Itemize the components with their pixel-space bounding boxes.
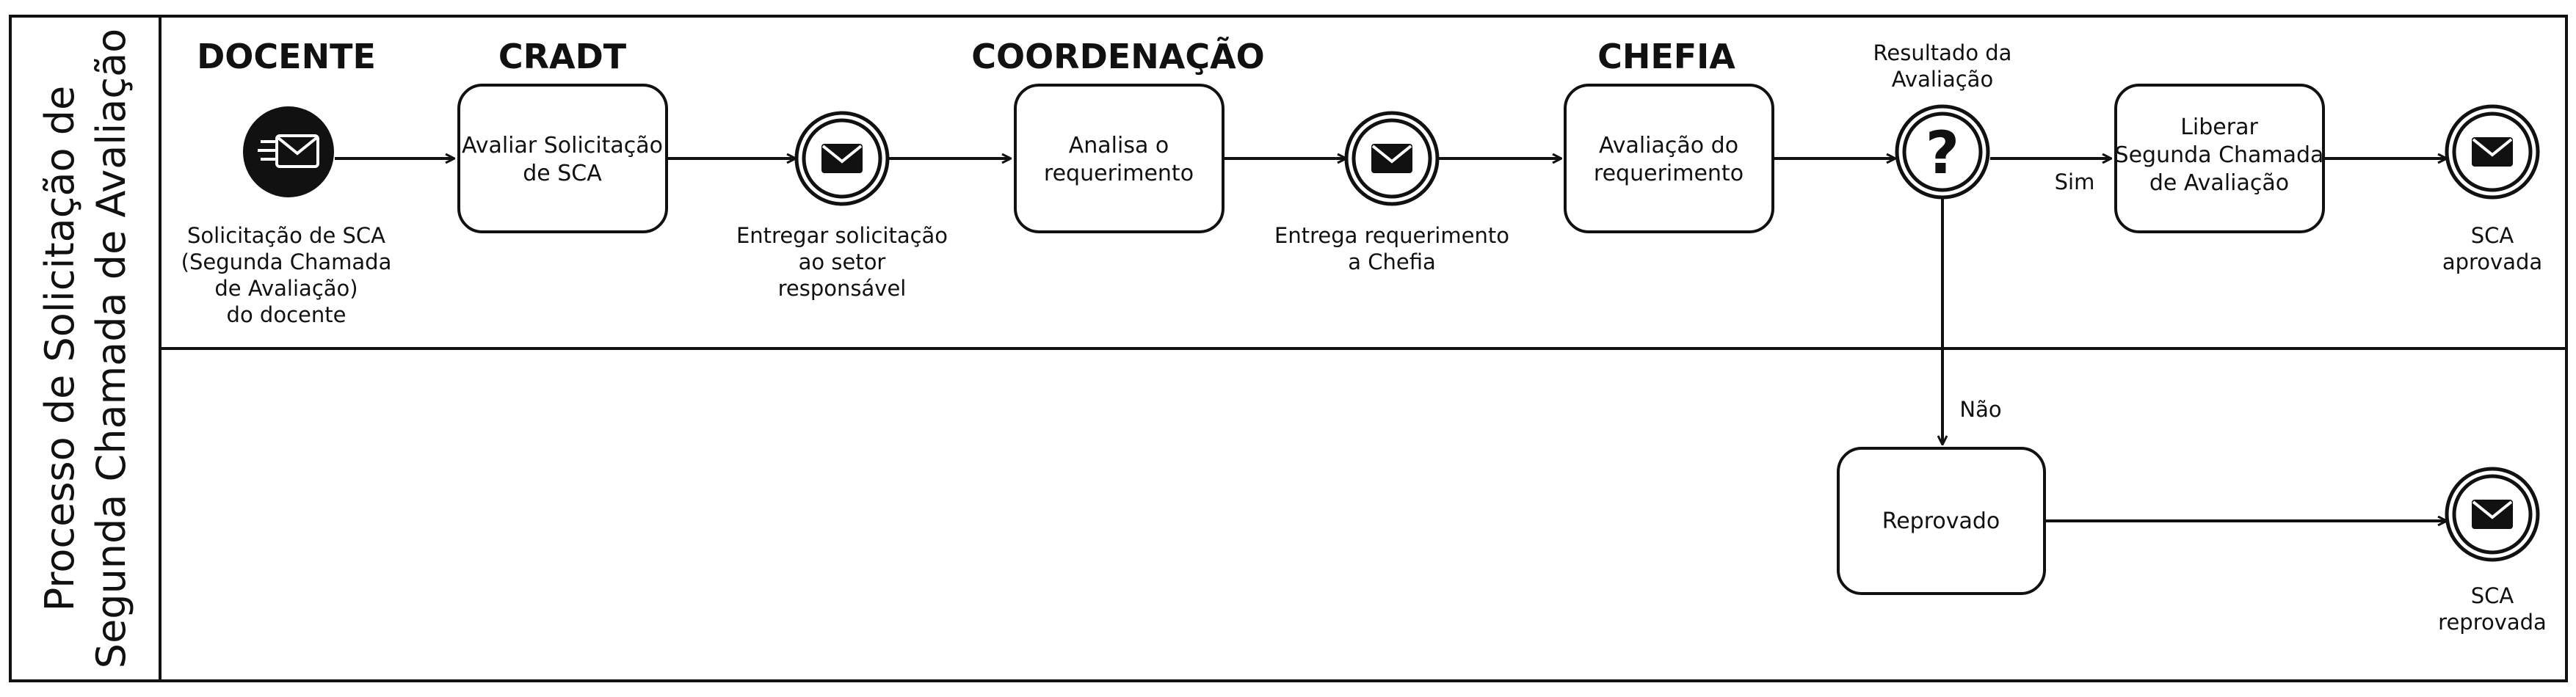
event-entregar-label-1: Entregar solicitação [736, 223, 948, 248]
event-entregar [794, 111, 890, 206]
header-coordenacao: COORDENAÇÃO [971, 36, 1265, 76]
task-liberar-label-2: Segunda Chamada [2115, 142, 2324, 168]
header-chefia: CHEFIA [1597, 37, 1735, 76]
end-event-reprovada [2445, 467, 2540, 562]
task-analisa[interactable] [1014, 84, 1224, 233]
task-avaliacao-label-1: Avaliação do [1599, 133, 1738, 158]
event-entregar-label-2: ao setor [799, 249, 886, 274]
task-avaliar-label-1: Avaliar Solicitação [462, 133, 663, 158]
header-cradt: CRADT [498, 37, 627, 76]
event-entrega-chefia-label-2: a Chefia [1348, 249, 1436, 274]
event-entrega-chefia [1344, 111, 1440, 206]
task-analisa-label-2: requerimento [1044, 161, 1194, 186]
start-event-label-1: Solicitação de SCA [187, 223, 385, 248]
event-entregar-label-3: responsável [778, 276, 907, 301]
gateway-decision [1895, 104, 1990, 200]
start-event-label-2: (Segunda Chamada [181, 249, 392, 274]
gateway-yes-label: Sim [2055, 169, 2095, 194]
task-liberar-label-3: de Avaliação [2149, 170, 2289, 196]
task-analisa-label-1: Analisa o [1069, 133, 1169, 158]
gateway-label-2: Avaliação [1892, 67, 1993, 92]
end-event-reprovada-label-2: reprovada [2438, 610, 2547, 635]
event-entrega-chefia-label-1: Entrega requerimento [1274, 223, 1509, 248]
task-avaliacao[interactable] [1564, 84, 1774, 233]
pool-title-line1: Processo de Solicitação de [37, 86, 83, 611]
task-liberar[interactable] [2114, 84, 2325, 233]
gateway-no-label: Não [1959, 397, 2001, 422]
task-reprovado-label: Reprovado [1882, 508, 2000, 534]
end-event-aprovada [2445, 104, 2540, 200]
end-event-aprovada-label-1: SCA [2471, 223, 2514, 248]
task-avaliacao-label-2: requerimento [1594, 161, 1744, 186]
question-icon: ? [1926, 119, 1959, 187]
header-docente: DOCENTE [197, 37, 376, 76]
start-event-label-3: de Avaliação) [214, 276, 358, 301]
task-reprovado[interactable] [1837, 447, 2046, 595]
end-event-aprovada-label-2: aprovada [2442, 249, 2542, 274]
pool-title-line2: Segunda Chamada de Avaliação [88, 29, 134, 668]
start-event [243, 106, 334, 197]
task-liberar-label-1: Liberar [2180, 114, 2258, 140]
gateway-label-1: Resultado da [1873, 40, 2012, 65]
end-event-reprovada-label-1: SCA [2471, 583, 2514, 608]
task-avaliar-label-2: de SCA [523, 161, 602, 186]
task-avaliar[interactable] [457, 84, 668, 233]
start-event-label-4: do docente [227, 302, 347, 327]
